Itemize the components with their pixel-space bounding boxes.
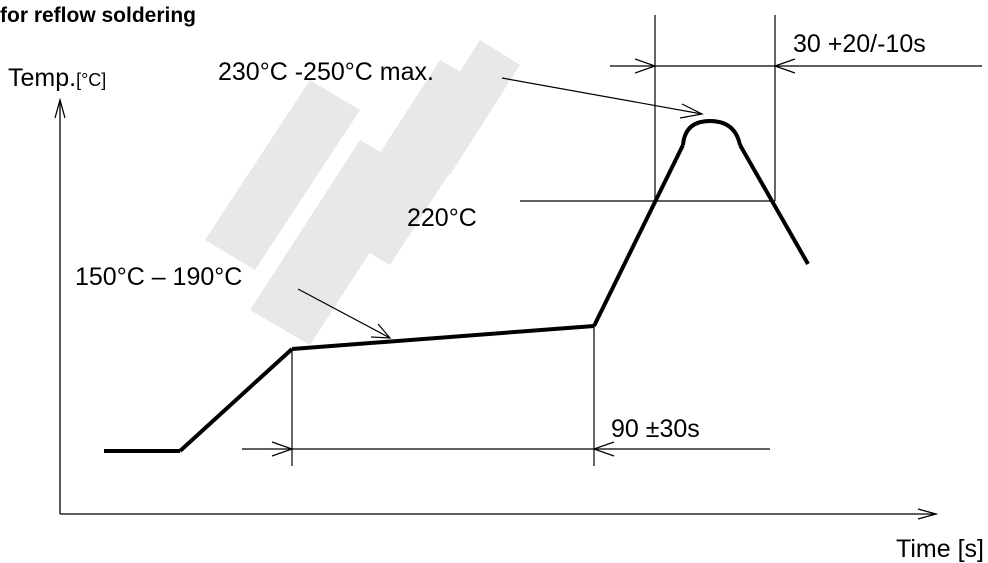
diagram-title: for reflow soldering [0, 4, 196, 27]
peak-leader-arrow-icon [679, 103, 704, 119]
peak-right-arrow-icon [773, 58, 796, 74]
preheat-start-arrow-icon [271, 441, 294, 457]
preheat-leader-arrow-icon [370, 323, 392, 339]
peak-leader-line [501, 77, 703, 115]
dimension-arrows [271, 58, 796, 457]
preheat-temperature-label: 150°C – 190°C [75, 263, 242, 291]
preheat-time-label: 90 ±30s [611, 415, 700, 443]
watermark [205, 40, 520, 345]
preheat-end-arrow-icon [592, 441, 615, 457]
liquidus-temperature-label: 220°C [407, 204, 477, 232]
x-axis-arrow-icon [917, 508, 939, 520]
preheat-leader-line [297, 288, 391, 339]
reference-lines [242, 15, 982, 466]
y-axis-label: Temp.[°C] [8, 64, 106, 92]
profile-ramp-up [178, 347, 294, 453]
y-axis-arrow-icon [54, 97, 66, 119]
peak-temperature-label: 230°C -250°C max. [218, 58, 434, 86]
profile-ramp-to-peak [592, 144, 685, 327]
peak-time-label: 30 +20/-10s [793, 30, 926, 58]
y-axis-label-text: Temp. [8, 64, 76, 92]
profile-cooling [738, 144, 810, 265]
peak-left-arrow-icon [634, 58, 657, 74]
x-axis-label: Time [s] [896, 535, 984, 563]
y-axis-unit: [°C] [76, 70, 106, 90]
profile-preheat-soak [291, 324, 595, 351]
profile-curve [104, 119, 810, 453]
profile-peak-dome [681, 119, 742, 146]
axes [59, 100, 935, 515]
